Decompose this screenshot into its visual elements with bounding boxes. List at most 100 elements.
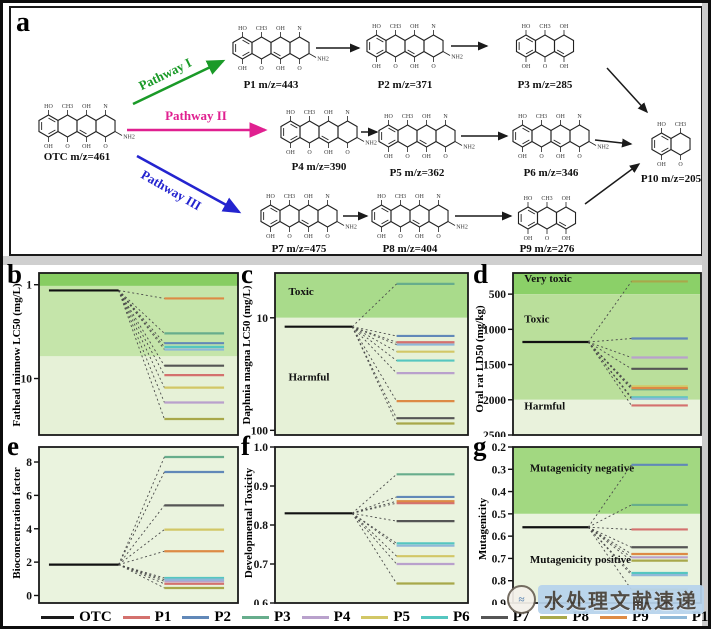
y-tick-label: 0.9 bbox=[254, 481, 269, 493]
legend-line-swatch bbox=[480, 615, 508, 619]
panel-c-letter: c bbox=[241, 259, 253, 289]
y-tick-label: 10 bbox=[21, 374, 33, 386]
connector-P3 bbox=[351, 283, 397, 328]
svg-text:NH2: NH2 bbox=[317, 57, 329, 63]
legend-line-swatch bbox=[600, 615, 628, 619]
connector-P3 bbox=[587, 504, 632, 528]
svg-text:P10 m/z=205: P10 m/z=205 bbox=[641, 173, 701, 185]
y-tick-label: 0.6 bbox=[492, 531, 507, 543]
svg-text:HO: HO bbox=[44, 104, 53, 110]
svg-text:O: O bbox=[345, 150, 350, 156]
svg-text:OH: OH bbox=[522, 64, 531, 70]
band-label: Toxic bbox=[289, 286, 314, 298]
connector-P7 bbox=[351, 326, 397, 419]
y-tick-label: 2000 bbox=[483, 395, 506, 407]
plot-border bbox=[38, 272, 239, 436]
svg-text:HO: HO bbox=[372, 24, 381, 30]
svg-text:CH3: CH3 bbox=[402, 114, 413, 120]
svg-text:N: N bbox=[443, 114, 448, 120]
chart-svg-f: 1.00.90.80.70.6 bbox=[254, 442, 469, 610]
connector-P5 bbox=[587, 526, 632, 590]
chart-svg-d: Very toxicToxicHarmful500100015002000250… bbox=[483, 272, 702, 442]
svg-text:N: N bbox=[103, 104, 108, 110]
toxicity-band bbox=[39, 356, 238, 435]
toxicity-band bbox=[39, 285, 238, 357]
svg-text:CH3: CH3 bbox=[62, 104, 73, 110]
svg-text:OH: OH bbox=[415, 194, 424, 200]
y-tick-label: 4 bbox=[26, 524, 32, 536]
svg-text:P1 m/z=443: P1 m/z=443 bbox=[244, 79, 299, 91]
connector-P4 bbox=[118, 564, 165, 582]
svg-text:O: O bbox=[325, 234, 330, 240]
band-label: Very toxic bbox=[524, 273, 572, 285]
svg-text:OH: OH bbox=[410, 24, 419, 30]
connector-P9 bbox=[118, 289, 165, 299]
toxicity-band bbox=[275, 273, 468, 318]
svg-text:OH: OH bbox=[415, 234, 424, 240]
svg-text:O: O bbox=[539, 154, 544, 160]
connector-P10 bbox=[587, 526, 632, 576]
y-tick-label: 10 bbox=[257, 313, 269, 325]
connector-P8 bbox=[351, 326, 397, 424]
connector-P4 bbox=[588, 341, 632, 358]
legend-item-OTC: OTC bbox=[41, 609, 112, 626]
panel-e-letter: e bbox=[7, 431, 19, 461]
chart-svg-b: 110 bbox=[21, 272, 239, 436]
svg-text:OH: OH bbox=[276, 66, 285, 72]
svg-text:CH3: CH3 bbox=[395, 194, 406, 200]
svg-text:HO: HO bbox=[522, 24, 531, 30]
y-tick-label: 0.7 bbox=[254, 559, 269, 571]
legend-item-P6: P6 bbox=[421, 609, 470, 626]
svg-text:P6 m/z=346: P6 m/z=346 bbox=[524, 167, 579, 179]
svg-text:HO: HO bbox=[286, 110, 295, 116]
svg-text:HO: HO bbox=[384, 114, 393, 120]
y-tick-label: 0.2 bbox=[492, 442, 507, 454]
legend-item-P2: P2 bbox=[182, 609, 231, 626]
svg-text:OH: OH bbox=[238, 66, 247, 72]
legend-label: P1 bbox=[154, 608, 172, 625]
legend-label: OTC bbox=[79, 608, 112, 625]
svg-text:HO: HO bbox=[524, 196, 533, 202]
panel-d-ylabel: Oral rat LD50 (mg/kg) bbox=[474, 305, 486, 413]
panel-e-ylabel: Bioconcentration factor bbox=[11, 467, 23, 579]
y-tick-label: 0 bbox=[26, 590, 32, 602]
y-tick-label: 500 bbox=[489, 289, 507, 301]
connector-P8 bbox=[351, 513, 397, 584]
legend-item-P3: P3 bbox=[242, 609, 291, 626]
svg-text:P4 m/z=390: P4 m/z=390 bbox=[292, 161, 347, 173]
svg-text:P2 m/z=371: P2 m/z=371 bbox=[378, 79, 433, 91]
svg-text:O: O bbox=[307, 150, 312, 156]
reaction-arrow bbox=[594, 138, 633, 148]
svg-text:HO: HO bbox=[266, 194, 275, 200]
toxicity-band bbox=[513, 273, 701, 295]
figure-legend: OTCP1P2P3P4P5P6P7P8P9P10 bbox=[3, 604, 708, 626]
y-tick-label: 0.7 bbox=[492, 553, 507, 565]
svg-text:NH2: NH2 bbox=[345, 225, 357, 231]
connector-P3 bbox=[118, 290, 165, 334]
y-tick-label: 0.4 bbox=[492, 487, 507, 499]
svg-text:OH: OH bbox=[556, 154, 565, 160]
connector-P10 bbox=[118, 290, 165, 350]
connector-P10 bbox=[118, 564, 165, 581]
connector-P4 bbox=[351, 513, 397, 565]
y-tick-label: 1500 bbox=[483, 360, 506, 372]
svg-text:OH: OH bbox=[372, 64, 381, 70]
legend-label: P2 bbox=[214, 608, 231, 625]
svg-text:N: N bbox=[577, 114, 582, 120]
connector-P7 bbox=[588, 526, 632, 548]
connector-P7 bbox=[587, 341, 632, 370]
svg-text:CH3: CH3 bbox=[539, 24, 550, 30]
y-tick-label: 8 bbox=[26, 457, 32, 469]
svg-text:O: O bbox=[297, 66, 302, 72]
panel-g-letter: g bbox=[473, 431, 487, 461]
svg-text:NH2: NH2 bbox=[365, 141, 377, 147]
svg-text:OH: OH bbox=[324, 150, 333, 156]
toxicity-band bbox=[275, 447, 468, 603]
svg-text:OH: OH bbox=[82, 104, 91, 110]
toxicity-band bbox=[513, 294, 701, 400]
